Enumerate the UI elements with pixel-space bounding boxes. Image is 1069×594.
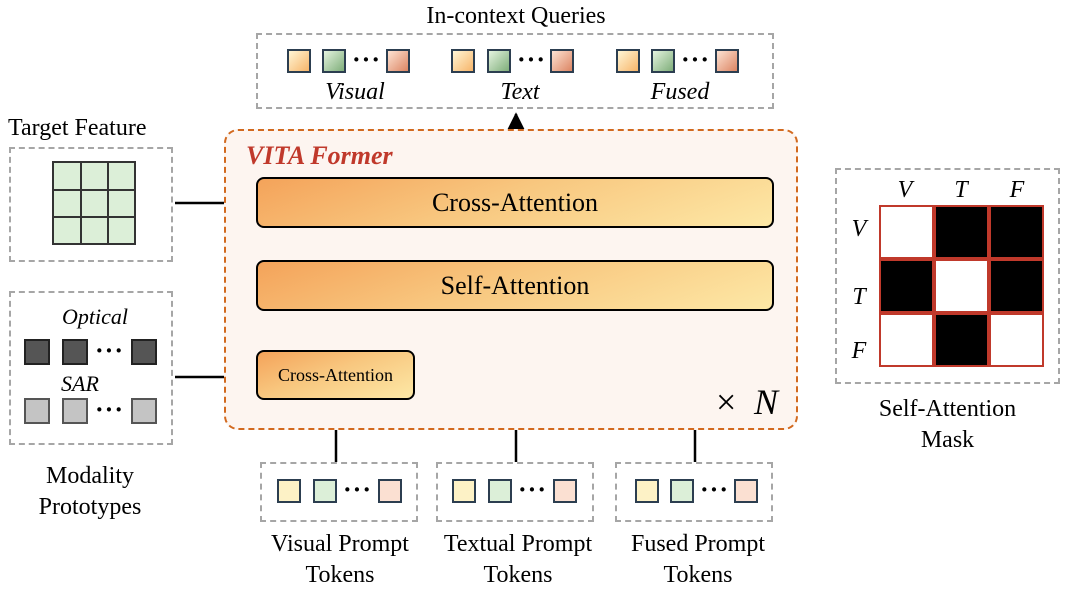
mask-cell — [989, 259, 1044, 313]
fused-prompt-box — [615, 462, 773, 522]
ellipsis: ··· — [518, 475, 548, 504]
mask-row-header: V — [851, 216, 867, 242]
optical-token — [24, 339, 50, 365]
mask-cell — [934, 313, 989, 367]
ellipsis: ··· — [517, 45, 547, 74]
sar-token — [24, 398, 50, 424]
self-attention-block: Self-Attention — [256, 260, 774, 311]
query-token — [616, 49, 640, 73]
mask-caption-line1: Self-Attention — [878, 396, 1017, 422]
target-feature-title: Target Feature — [8, 115, 147, 141]
textual-prompt-line1: Textual Prompt — [443, 531, 593, 557]
textual-prompt-token — [452, 479, 476, 503]
sar-label: SAR — [61, 371, 99, 396]
fused-prompt-token — [670, 479, 694, 503]
repeat-variable: N — [754, 382, 779, 422]
textual-prompt-token — [488, 479, 512, 503]
mask-cell — [879, 313, 934, 367]
query-token — [550, 49, 574, 73]
ellipsis: ··· — [95, 336, 125, 365]
mask-cell — [934, 205, 989, 259]
visual-prompt-token — [378, 479, 402, 503]
mask-caption-line2: Mask — [920, 427, 975, 453]
mask-cell — [879, 259, 934, 313]
mask-col-header: T — [954, 177, 968, 203]
visual-prompt-line2: Tokens — [305, 562, 375, 588]
fused-prompt-line2: Tokens — [663, 562, 733, 588]
fused-prompt-line1: Fused Prompt — [630, 531, 765, 557]
mask-cell — [879, 205, 934, 259]
visual-prompt-line1: Visual Prompt — [271, 531, 409, 557]
mask-cell — [989, 205, 1044, 259]
ellipsis: ··· — [700, 475, 730, 504]
vita-former-title: VITA Former — [246, 141, 393, 170]
query-token — [651, 49, 675, 73]
attention-mask-grid — [879, 205, 1044, 367]
sar-token — [131, 398, 157, 424]
query-token — [287, 49, 311, 73]
visual-prompt-token — [277, 479, 301, 503]
sar-token — [62, 398, 88, 424]
query-label-fused: Fused — [650, 79, 710, 105]
queries-box — [256, 33, 774, 109]
mask-row-header: F — [851, 338, 867, 364]
mask-col-header: V — [897, 177, 913, 203]
textual-prompt-token — [553, 479, 577, 503]
target-feature-box — [9, 147, 173, 262]
visual-prompt-box — [260, 462, 418, 522]
fused-prompt-token — [635, 479, 659, 503]
mask-row-header: T — [852, 284, 866, 310]
query-token — [715, 49, 739, 73]
query-label-visual: Visual — [325, 79, 385, 105]
small-cross-attention-block: Cross-Attention — [256, 350, 415, 400]
query-label-text: Text — [500, 79, 540, 105]
mask-box — [835, 168, 1060, 384]
cross-attention-block: Cross-Attention — [256, 177, 774, 228]
modality-line2: Prototypes — [38, 494, 142, 520]
query-token — [386, 49, 410, 73]
ellipsis: ··· — [343, 475, 373, 504]
mask-cell — [934, 259, 989, 313]
target-feature-grid — [52, 161, 136, 245]
optical-token — [62, 339, 88, 365]
mask-cell — [989, 313, 1044, 367]
optical-label: Optical — [62, 304, 128, 329]
query-token — [487, 49, 511, 73]
queries-title: In-context Queries — [426, 3, 606, 29]
mask-col-header: F — [1009, 177, 1025, 203]
ellipsis: ··· — [95, 395, 125, 424]
modality-prototypes-box — [9, 291, 173, 445]
ellipsis: ··· — [352, 45, 382, 74]
repeat-symbol: × — [716, 382, 737, 422]
fused-prompt-token — [734, 479, 758, 503]
modality-line1: Modality — [46, 463, 134, 489]
optical-token — [131, 339, 157, 365]
query-token — [322, 49, 346, 73]
ellipsis: ··· — [681, 45, 711, 74]
visual-prompt-token — [313, 479, 337, 503]
textual-prompt-box — [436, 462, 594, 522]
query-token — [451, 49, 475, 73]
textual-prompt-line2: Tokens — [483, 562, 553, 588]
